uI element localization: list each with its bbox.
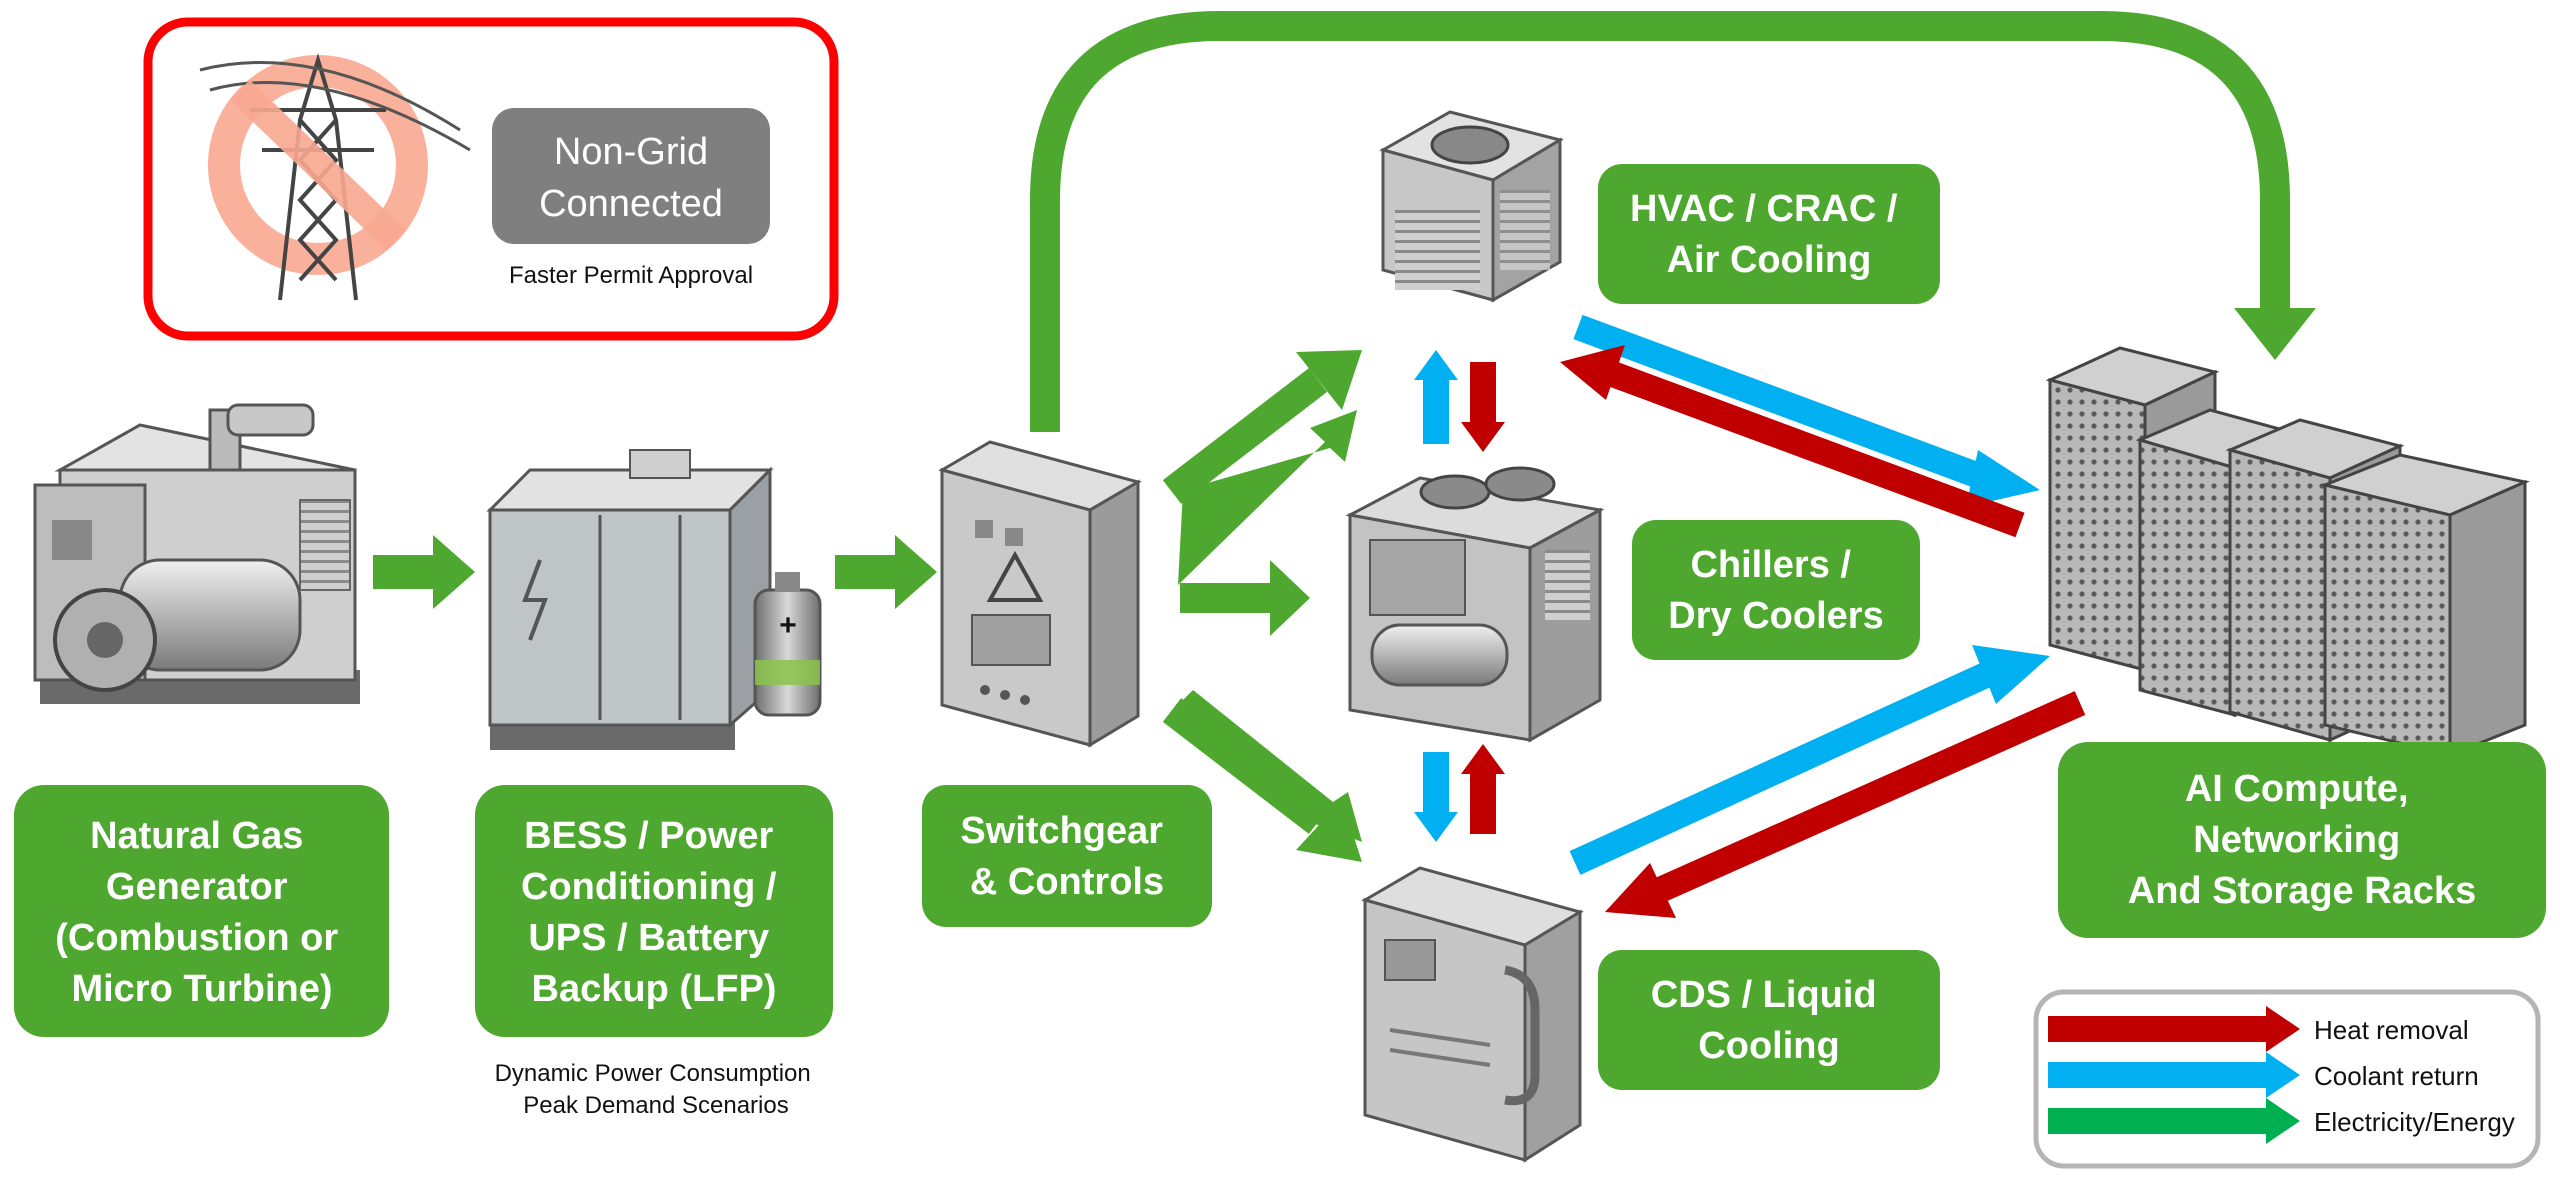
bess-caption: Dynamic Power Consumption Peak Demand Sc… <box>495 1060 818 1119</box>
cds-label: CDS / Liquid Cooling <box>1651 974 1887 1067</box>
bypass-power-arrow-head <box>2234 308 2316 360</box>
power-flow-arrows <box>373 410 1362 842</box>
legend-label-coolant-return: Coolant return <box>2314 1061 2479 1091</box>
legend-item-coolant-return: Coolant return <box>2048 1052 2479 1098</box>
racks-label-box <box>2058 742 2546 938</box>
warning-icon <box>986 550 1044 602</box>
fan-icon <box>1430 125 1510 165</box>
switchgear-illustration <box>938 440 1142 748</box>
legend-item-heat-removal: Heat removal <box>2048 1006 2469 1052</box>
bess-label-box <box>475 785 833 1037</box>
callout-caption: Faster Permit Approval <box>509 262 753 289</box>
cooling-loop-arrows <box>1560 314 2086 918</box>
arrow-switchgear-to-chiller <box>1180 560 1310 636</box>
bypass-power-arrow <box>1030 11 2290 432</box>
generator-label-box <box>14 785 389 1037</box>
chillers-label-box <box>1632 520 1920 660</box>
cds-illustration <box>1361 866 1584 1163</box>
arrow-generator-to-bess <box>373 535 475 609</box>
non-grid-callout: Non-Grid Connected Faster Permit Approva… <box>143 17 839 341</box>
bess-label: BESS / Power Conditioning / UPS / Batter… <box>521 815 787 1010</box>
generator-illustration <box>33 403 360 704</box>
arrow-switchgear-to-cds <box>1183 690 1362 842</box>
fan-icon-1 <box>1419 474 1491 510</box>
chillers-label: Chillers / Dry Coolers <box>1668 544 1883 637</box>
switchgear-label-box <box>922 785 1212 927</box>
arrow-bess-to-switchgear <box>835 535 937 609</box>
legend: Heat removal Coolant return Electricity/… <box>2033 989 2541 1169</box>
bess-illustration: + <box>486 449 822 750</box>
racks-illustration <box>2045 346 2530 758</box>
cooling-vertical-arrows <box>1414 350 1505 842</box>
no-power-line-icon <box>199 53 471 301</box>
lightning-icon <box>522 559 548 641</box>
svg-text:+: + <box>779 609 797 642</box>
switchgear-label: Switchgear & Controls <box>960 810 1173 903</box>
badge-line-1: Non-Grid <box>554 131 708 173</box>
hvac-label: HVAC / CRAC / Air Cooling <box>1630 188 1908 281</box>
chiller-illustration <box>1345 466 1605 743</box>
legend-label-electricity: Electricity/Energy <box>2314 1107 2515 1137</box>
cds-label-box <box>1598 950 1940 1090</box>
hvac-label-box <box>1598 164 1940 304</box>
fan-icon-2 <box>1484 466 1556 502</box>
hvac-illustration <box>1379 110 1564 303</box>
racks-label: AI Compute, Networking And Storage Racks <box>2128 768 2476 912</box>
legend-label-heat-removal: Heat removal <box>2314 1015 2469 1045</box>
power-flow-diagonals <box>1162 350 1362 862</box>
badge-line-2: Connected <box>539 183 723 225</box>
generator-label: Natural Gas Generator (Combustion or Mic… <box>55 815 348 1010</box>
legend-item-electricity: Electricity/Energy <box>2048 1098 2515 1144</box>
arrow-switchgear-to-hvac <box>1178 410 1357 585</box>
non-grid-badge <box>492 108 770 244</box>
